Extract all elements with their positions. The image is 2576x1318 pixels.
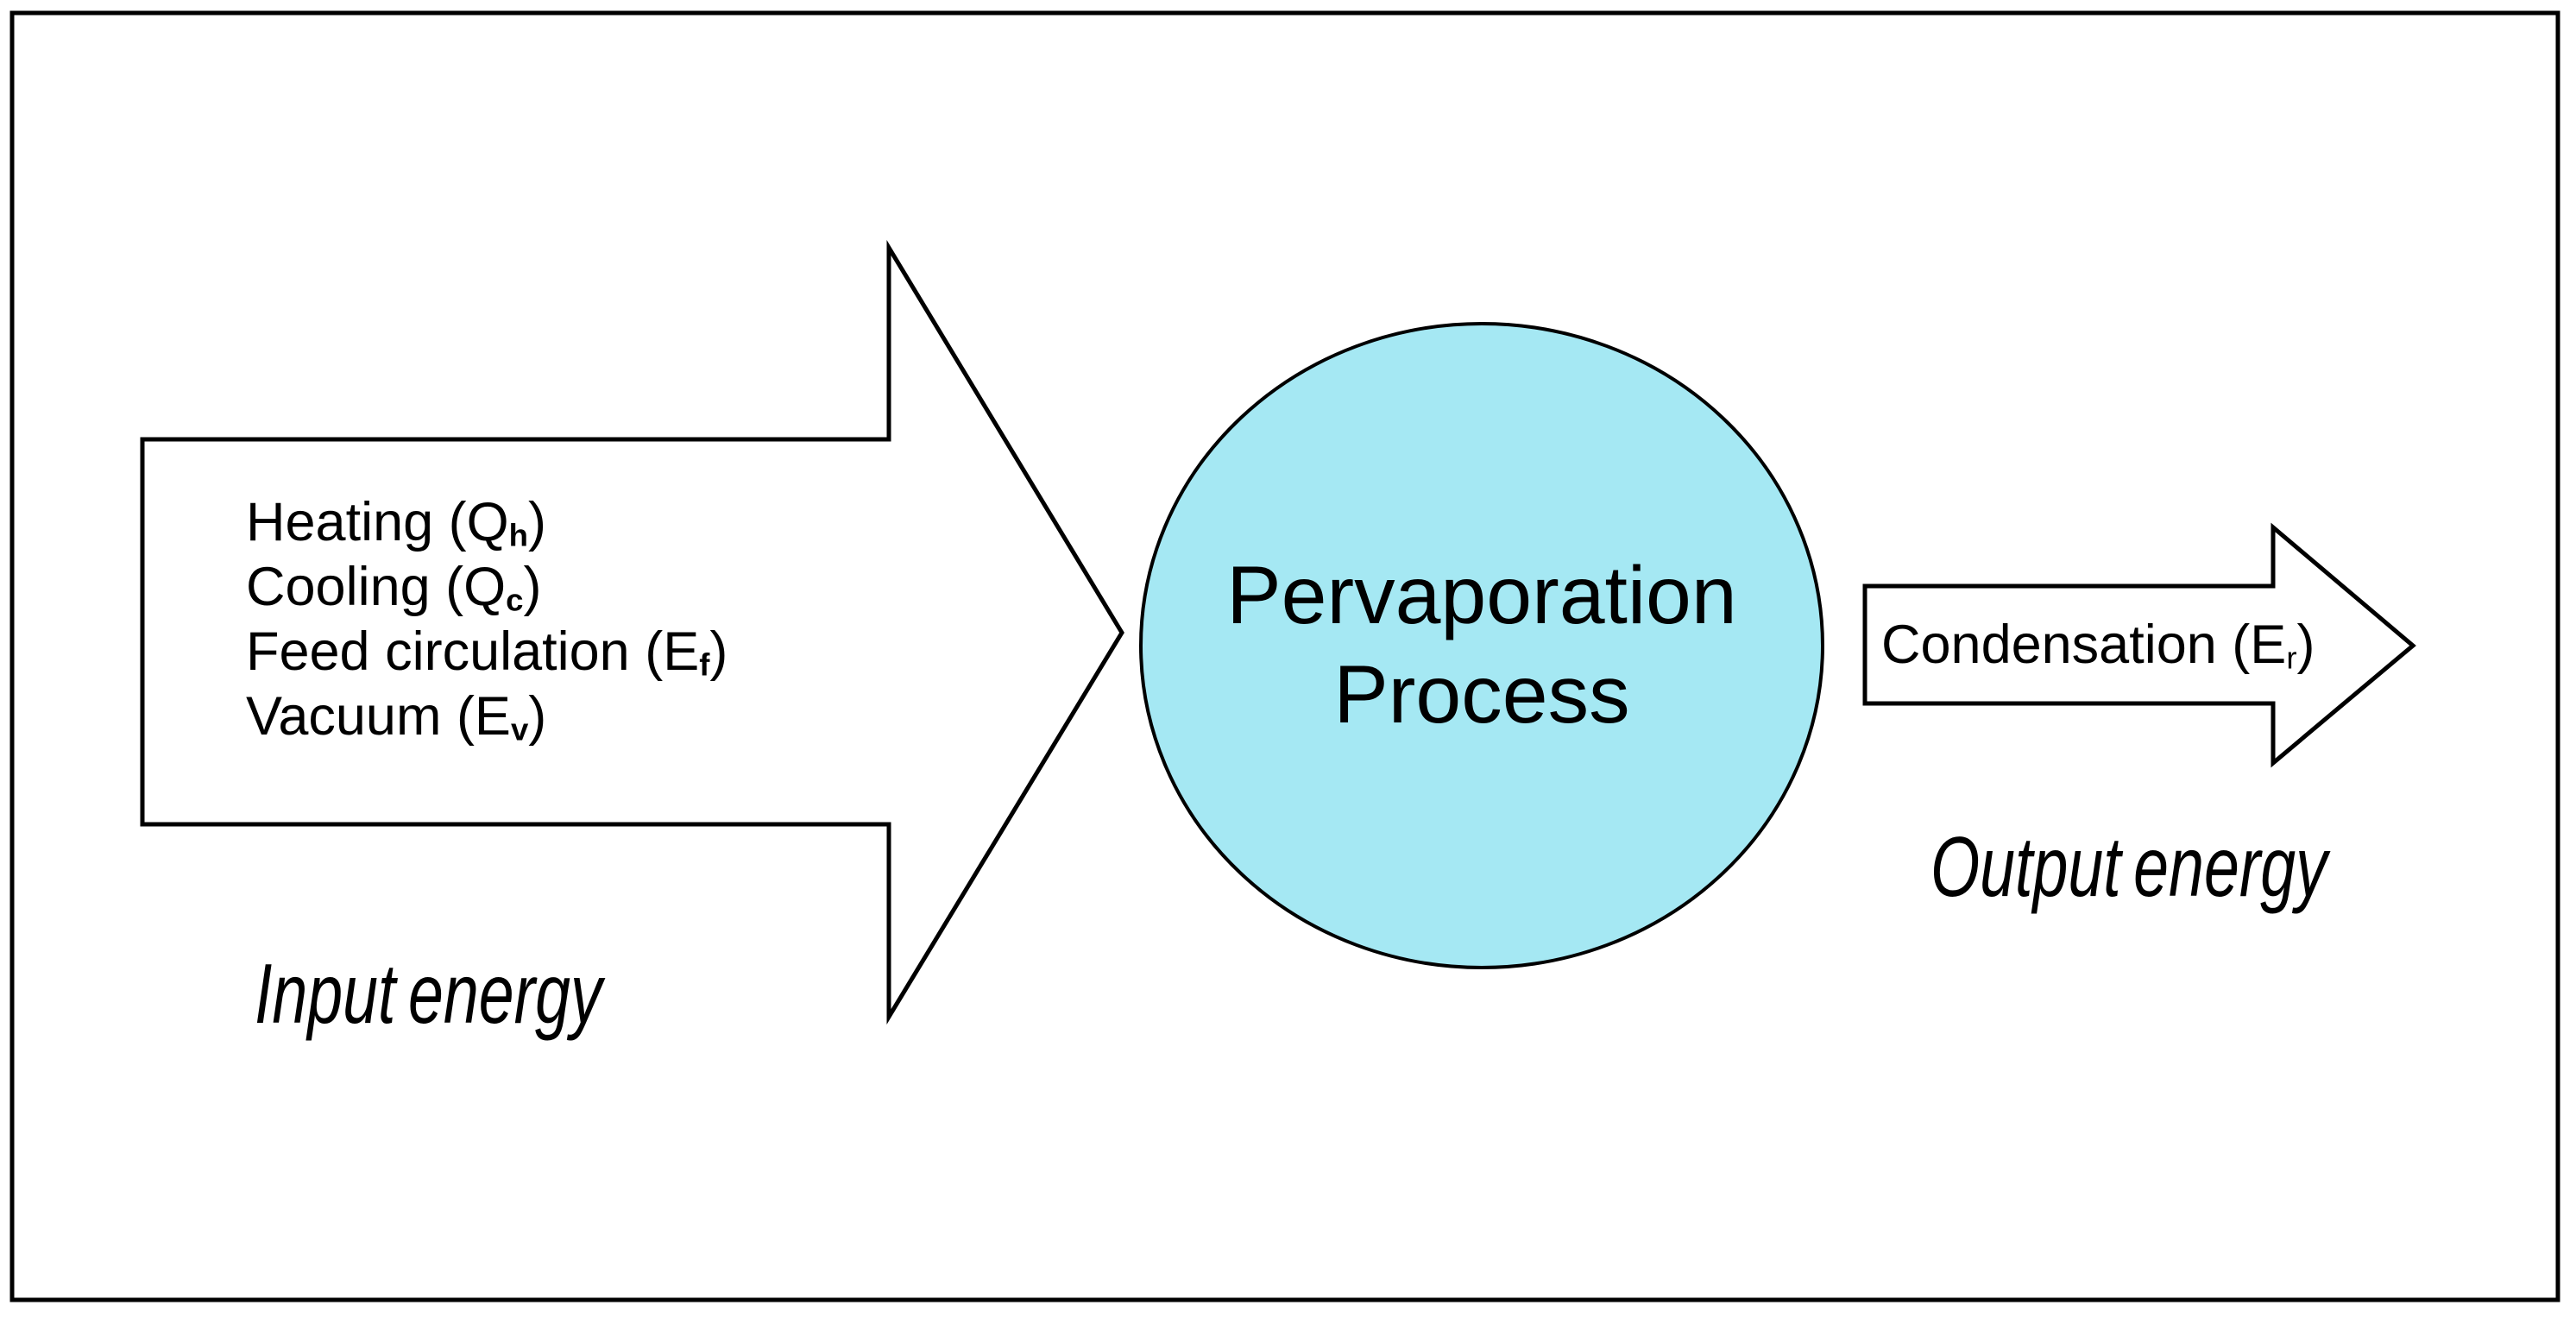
output-energy-label: Output energy	[1930, 819, 2327, 914]
item-text: Vacuum (E	[246, 686, 511, 747]
input-energy-item-vacuum: Vacuum (Ev)	[246, 684, 727, 749]
process-title-line1: Pervaporation	[1226, 550, 1737, 641]
process-circle-title: Pervaporation Process	[1141, 324, 1823, 968]
item-text: Feed circulation (E	[246, 621, 700, 682]
input-energy-arrow-shape	[140, 240, 1124, 1025]
item-text: )	[527, 492, 546, 552]
output-energy-arrow-shape	[1862, 522, 2416, 768]
item-text: )	[528, 686, 547, 747]
item-subscript: v	[510, 711, 529, 747]
process-title-line2: Process	[1333, 649, 1630, 741]
input-energy-list: Heating (Qh) Cooling (Qc) Feed circulati…	[246, 490, 727, 749]
item-text: )	[523, 557, 542, 617]
input-energy-item-cooling: Cooling (Qc)	[246, 555, 727, 620]
condensation-label: Condensation (Er)	[1881, 614, 2315, 676]
input-energy-label: Input energy	[255, 946, 602, 1041]
item-text: )	[709, 621, 728, 682]
item-text: Heating (Q	[246, 492, 509, 552]
item-text: Cooling (Q	[246, 557, 507, 617]
item-subscript: f	[699, 646, 710, 683]
process-circle-shape	[1139, 322, 1824, 969]
input-energy-item-heating: Heating (Qh)	[246, 490, 727, 555]
item-text: )	[2296, 615, 2315, 675]
output-energy-text: Condensation (Er)	[1881, 586, 2315, 703]
item-subscript: r	[2286, 640, 2297, 676]
item-text: Condensation (E	[1881, 615, 2287, 675]
figure-border	[9, 10, 2560, 1302]
item-subscript: h	[508, 517, 528, 553]
item-subscript: c	[506, 582, 524, 618]
input-energy-item-feed-circulation: Feed circulation (Ef)	[246, 620, 727, 684]
